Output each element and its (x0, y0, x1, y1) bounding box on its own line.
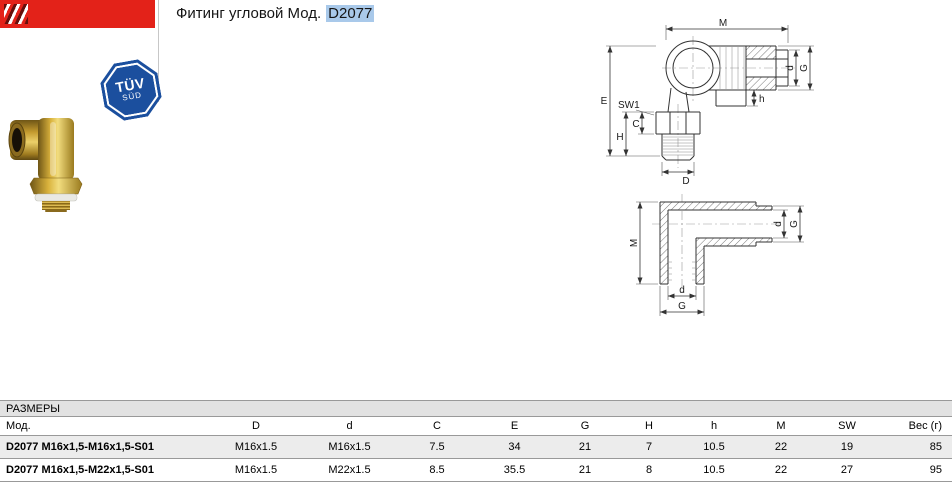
dim-label-h-upper: H (616, 132, 623, 143)
title-text: Фитинг угловой Мод. (176, 5, 322, 22)
dimensions-table: Мод. D d C E G H h M SW Вес (г) D2077 M1… (0, 417, 952, 482)
column-header-h: h (680, 417, 748, 436)
column-header-H: H (618, 417, 680, 436)
dim-label-d-cap: D (682, 176, 689, 187)
cell-h: 10.5 (703, 464, 725, 476)
dim-label-d: d (785, 65, 796, 71)
cell-E: 34 (508, 441, 521, 453)
cell-H: 8 (645, 464, 653, 476)
column-header-G: G (552, 417, 618, 436)
drawing-view-front: M d G SW1 C H E h (601, 18, 814, 187)
cell-SW: 19 (840, 441, 854, 453)
table-row: D2077 M16x1,5-M16x1,5-S01 M16x1.5 M16x1.… (0, 435, 952, 459)
technical-drawing-svg: M d G SW1 C H E h (601, 18, 814, 316)
column-header-D: D (210, 417, 302, 436)
dimensions-section: РАЗМЕРЫ Мод. D d C E G H h M SW (0, 400, 952, 482)
tuv-badge-text: TÜV SÜD (97, 56, 164, 123)
dim-label-m2: M (629, 239, 640, 247)
cell-M: 22 (774, 441, 788, 453)
dim-label-sw1: SW1 (618, 100, 640, 111)
drawing-view-section: M d G d G (629, 194, 804, 316)
column-header-M: M (748, 417, 814, 436)
dim-label-c: C (632, 119, 639, 130)
sud-label: SÜD (121, 90, 143, 103)
cell-E: 35.5 (503, 464, 526, 476)
tuv-badge: TÜV SÜD (97, 56, 164, 123)
cell-G: 21 (578, 441, 592, 453)
cell-M: 22 (774, 464, 788, 476)
table-row: D2077 M16x1,5-M22x1,5-S01 M16x1.5 M22x1.… (0, 459, 952, 482)
cell-C: 8.5 (429, 464, 445, 476)
dim-label-g: G (799, 64, 810, 72)
column-header-C: C (397, 417, 477, 436)
technical-drawing: M d G SW1 C H E h (596, 16, 846, 333)
cell-d: M22x1.5 (328, 464, 371, 476)
table-header-row: Мод. D d C E G H h M SW Вес (г) (0, 417, 952, 436)
column-header-SW: SW (814, 417, 880, 436)
dim-label-e: E (601, 96, 608, 107)
dim-label-g2-right: G (789, 220, 800, 228)
product-photo-image (8, 118, 83, 212)
column-header-E: E (477, 417, 552, 436)
product-photo (8, 104, 103, 212)
cell-model: D2077 M16x1,5-M22x1,5-S01 (6, 464, 154, 476)
cell-D: M16x1.5 (234, 464, 278, 476)
dim-label-h-lower: h (759, 94, 765, 105)
cell-d: M16x1.5 (328, 441, 371, 453)
column-header-model: Мод. (0, 417, 210, 436)
dim-label-d2-right: d (773, 221, 784, 227)
dim-label-g2-bottom: G (678, 301, 686, 312)
cell-weight: 85 (929, 441, 942, 453)
cell-SW: 27 (840, 464, 854, 476)
dim-label-m: M (719, 18, 727, 29)
dim-label-d2-bottom: d (679, 285, 685, 296)
model-highlight: D2077 (326, 5, 375, 22)
column-header-weight: Вес (г) (880, 417, 952, 436)
header-divider (158, 0, 159, 102)
dimensions-section-title: РАЗМЕРЫ (0, 400, 952, 417)
brand-mark-icon (4, 4, 28, 24)
column-header-d: d (302, 417, 397, 436)
cell-model: D2077 M16x1,5-M16x1,5-S01 (6, 441, 154, 453)
cell-C: 7.5 (429, 441, 445, 453)
cell-D: M16x1.5 (234, 441, 278, 453)
brand-logo (0, 0, 155, 28)
cell-weight: 95 (929, 464, 942, 476)
cell-H: 7 (645, 441, 653, 453)
page-title: Фитинг угловой Мод.D2077 (176, 5, 375, 22)
cell-G: 21 (578, 464, 592, 476)
cell-h: 10.5 (703, 441, 725, 453)
